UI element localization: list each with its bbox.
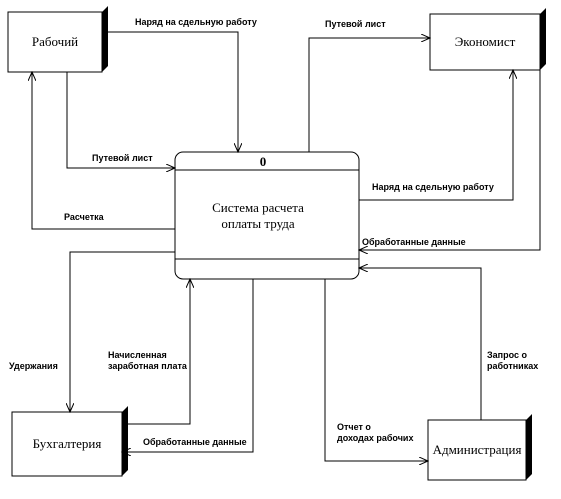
entity-administration: Администрация <box>427 414 532 481</box>
label-deductions: Удержания <box>9 361 58 371</box>
label-payslip: Расчетка <box>64 212 105 222</box>
flow-econ-processed <box>359 70 541 250</box>
label-acc-processed: Обработанные данные <box>143 437 247 447</box>
label-econ-order: Наряд на сдельную работу <box>372 182 494 192</box>
label-worker-order: Наряд на сдельную работу <box>135 17 257 27</box>
label-request-2: работниках <box>487 361 538 371</box>
flow-income-report <box>324 279 428 461</box>
process-title-line1: Система расчета <box>212 200 304 215</box>
process-number: 0 <box>260 154 267 169</box>
label-worker-waybill: Путевой лист <box>92 153 153 163</box>
flow-accrued <box>122 279 190 425</box>
entity-worker: Рабочий <box>7 6 108 73</box>
flow-payslip <box>32 72 175 230</box>
entity-accounting: Бухгалтерия <box>11 406 128 477</box>
flow-econ-waybill <box>308 38 430 152</box>
entity-economist: Экономист <box>429 8 546 71</box>
label-accrued-1: Начисленная <box>108 350 167 360</box>
entity-administration-label: Администрация <box>433 442 522 457</box>
entity-accounting-label: Бухгалтерия <box>33 436 102 451</box>
flow-deductions <box>70 251 175 412</box>
flow-acc-processed <box>122 279 254 452</box>
flow-worker-waybill <box>66 72 175 168</box>
label-income-1: Отчет о <box>337 422 371 432</box>
flow-econ-order <box>359 70 513 201</box>
flow-worker-order <box>102 31 238 152</box>
label-econ-waybill: Путевой лист <box>325 19 386 29</box>
label-accrued-2: заработная плата <box>108 361 188 371</box>
process-box: 0 Система расчета оплаты труда <box>174 151 360 280</box>
label-econ-processed: Обработанные данные <box>362 237 466 247</box>
process-title-line2: оплаты труда <box>221 216 295 231</box>
entity-economist-label: Экономист <box>455 34 516 49</box>
flow-request <box>359 268 482 420</box>
entity-worker-label: Рабочий <box>32 34 78 49</box>
label-request-1: Запрос о <box>487 350 527 360</box>
label-income-2: доходах рабочих <box>337 433 413 443</box>
